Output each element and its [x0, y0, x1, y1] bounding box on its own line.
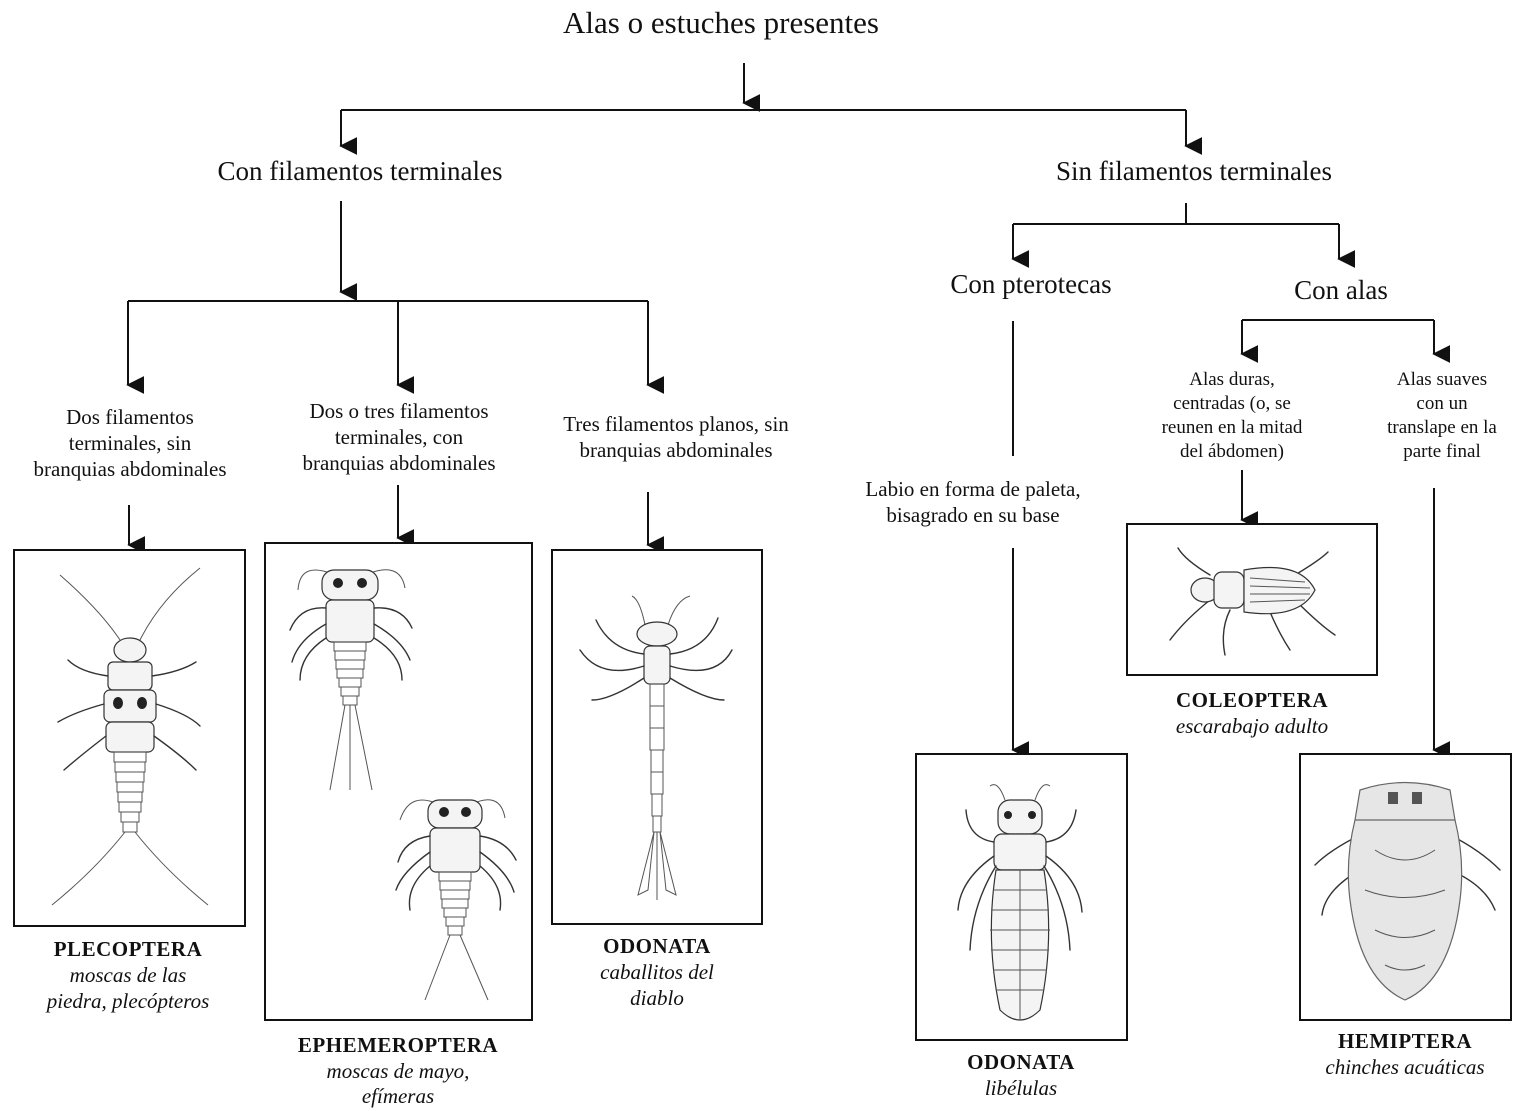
svg-text:reunen en la mitad: reunen en la mitad — [1162, 417, 1303, 438]
ephemeroptera-nymph-bottom-illustration — [395, 799, 517, 1001]
svg-text:caballitos del: caballitos del — [600, 960, 714, 984]
branch-without-filaments-label: Sin filamentos terminales — [1056, 156, 1332, 186]
svg-text:chinches acuáticas: chinches acuáticas — [1325, 1055, 1484, 1079]
svg-text:bisagrado en su base: bisagrado en su base — [886, 503, 1059, 527]
coleoptera-beetle-illustration — [1169, 547, 1336, 656]
branch-pterotecas-label: Con pterotecas — [950, 269, 1111, 299]
svg-text:parte final: parte final — [1403, 441, 1481, 462]
odonata-zygoptera-nymph-illustration — [579, 595, 733, 900]
svg-text:branquias abdominales: branquias abdominales — [33, 457, 226, 481]
svg-text:ODONATA: ODONATA — [603, 934, 711, 958]
svg-text:Alas suaves: Alas suaves — [1397, 369, 1487, 390]
connectors — [126, 63, 1451, 759]
svg-text:branquias abdominales: branquias abdominales — [302, 451, 495, 475]
plecoptera-caption: PLECOPTERA moscas de las piedra, plecópt… — [45, 937, 210, 1013]
svg-text:diablo: diablo — [630, 986, 684, 1010]
odonata-anisoptera-nymph-illustration — [957, 784, 1083, 1021]
criterion-coleoptera: Alas duras, centradas (o, se reunen en l… — [1162, 369, 1303, 462]
svg-text:PLECOPTERA: PLECOPTERA — [54, 937, 203, 961]
svg-text:translape en la: translape en la — [1387, 417, 1497, 438]
svg-text:ODONATA: ODONATA — [967, 1050, 1075, 1074]
hemiptera-caption: HEMIPTERA chinches acuáticas — [1325, 1029, 1484, 1079]
svg-text:Dos filamentos: Dos filamentos — [66, 405, 194, 429]
svg-text:EPHEMEROPTERA: EPHEMEROPTERA — [298, 1033, 499, 1057]
svg-text:moscas de las: moscas de las — [70, 963, 187, 987]
branch-wings-label: Con alas — [1294, 275, 1388, 305]
criterion-plecoptera: Dos filamentos terminales, sin branquias… — [33, 405, 226, 481]
hemiptera-bug-illustration — [1314, 781, 1501, 1001]
odonata-zygoptera-caption: ODONATA caballitos del diablo — [600, 934, 714, 1010]
svg-text:COLEOPTERA: COLEOPTERA — [1176, 688, 1328, 712]
svg-text:efímeras: efímeras — [362, 1084, 434, 1108]
svg-text:escarabajo adulto: escarabajo adulto — [1176, 714, 1328, 738]
svg-text:piedra, plecópteros: piedra, plecópteros — [45, 989, 210, 1013]
svg-text:terminales, con: terminales, con — [335, 425, 464, 449]
criterion-hemiptera: Alas suaves con un translape en la parte… — [1387, 369, 1497, 462]
odonata-anisoptera-caption: ODONATA libélulas — [967, 1050, 1075, 1100]
criterion-odonata-labium: Labio en forma de paleta, bisagrado en s… — [865, 477, 1080, 527]
branch-with-filaments-label: Con filamentos terminales — [218, 156, 503, 186]
svg-text:con un: con un — [1416, 393, 1468, 414]
plecoptera-nymph-illustration — [51, 567, 209, 906]
svg-text:Tres filamentos planos, sin: Tres filamentos planos, sin — [563, 412, 789, 436]
ephemeroptera-image-box — [264, 542, 533, 1021]
svg-text:Labio en forma de paleta,: Labio en forma de paleta, — [865, 477, 1080, 501]
svg-text:Dos o tres filamentos: Dos o tres filamentos — [309, 399, 488, 423]
svg-text:terminales, sin: terminales, sin — [69, 431, 192, 455]
svg-text:centradas (o, se: centradas (o, se — [1173, 393, 1291, 414]
svg-text:libélulas: libélulas — [985, 1076, 1057, 1100]
ephemeroptera-nymph-top-illustration — [289, 569, 413, 791]
ephemeroptera-caption: EPHEMEROPTERA moscas de mayo, efímeras — [298, 1033, 499, 1108]
criterion-odonata-flat-filaments: Tres filamentos planos, sin branquias ab… — [563, 412, 789, 462]
svg-text:del ábdomen): del ábdomen) — [1180, 441, 1284, 462]
coleoptera-caption: COLEOPTERA escarabajo adulto — [1176, 688, 1328, 738]
title-label: Alas o estuches presentes — [563, 5, 879, 40]
svg-text:Alas duras,: Alas duras, — [1189, 369, 1274, 390]
criterion-ephemeroptera: Dos o tres filamentos terminales, con br… — [302, 399, 495, 475]
svg-text:branquias abdominales: branquias abdominales — [579, 438, 772, 462]
svg-text:moscas de mayo,: moscas de mayo, — [327, 1059, 470, 1083]
svg-text:HEMIPTERA: HEMIPTERA — [1338, 1029, 1472, 1053]
